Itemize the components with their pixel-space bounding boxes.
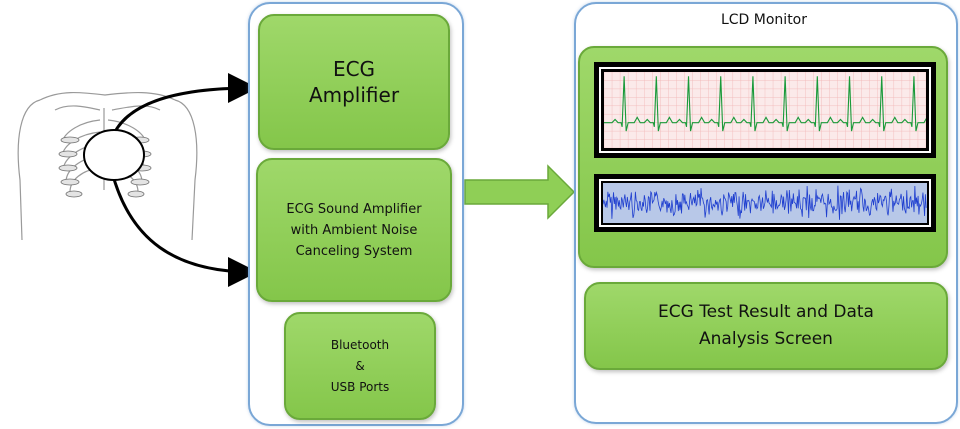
ecg-waveform [604, 72, 926, 148]
sound-amplifier-box: ECG Sound Amplifier with Ambient Noise C… [256, 158, 452, 302]
noise-waveform [603, 183, 927, 223]
result-screen-box: ECG Test Result and Data Analysis Screen [584, 282, 948, 370]
arrow-to-ecg-amplifier [110, 73, 258, 139]
ecg-trace-screen [594, 62, 936, 158]
arrow-to-sound-amplifier [110, 171, 258, 287]
lcd-monitor-title: LCD Monitor [720, 12, 808, 28]
ports-label: Bluetooth & USB Ports [330, 337, 390, 394]
sound-amplifier-label: ECG Sound Amplifier with Ambient Noise C… [286, 201, 422, 259]
ports-box: Bluetooth & USB Ports [284, 312, 436, 420]
ecg-amplifier-label: ECG Amplifier [308, 57, 400, 107]
right-arrow-icon [464, 164, 576, 220]
ecg-sensor-pad-icon [83, 129, 145, 181]
ecg-amplifier-box: ECG Amplifier [258, 14, 450, 150]
noise-trace-screen [594, 174, 936, 232]
result-screen-label: ECG Test Result and Data Analysis Screen [658, 302, 874, 349]
